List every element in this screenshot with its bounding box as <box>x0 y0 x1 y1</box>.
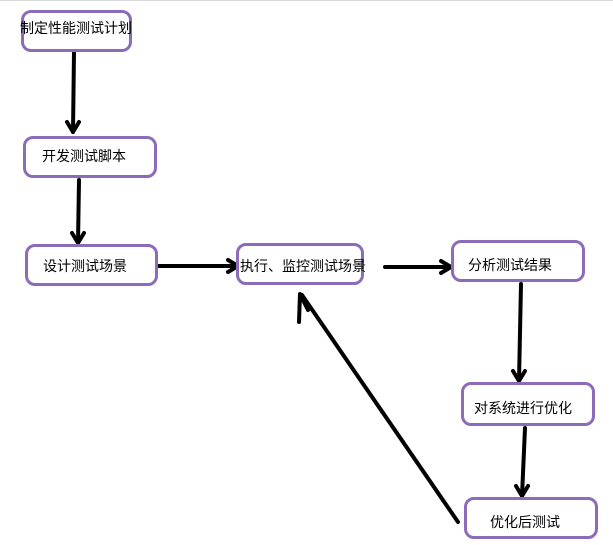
node-plan <box>21 10 132 52</box>
node-script <box>23 136 157 178</box>
arrow-retest-to-execute <box>297 292 460 524</box>
arrow-analyze-to-optimize <box>511 282 527 383</box>
arrow-script-to-design <box>70 178 86 245</box>
arrow-optimize-to-retest <box>514 426 530 498</box>
arrow-execute-to-analyze <box>383 259 453 275</box>
node-retest-label: 优化后测试 <box>490 515 560 531</box>
node-design-label: 设计测试场景 <box>43 259 127 275</box>
top-border-line <box>0 0 613 1</box>
node-execute <box>236 243 364 285</box>
node-optimize <box>461 382 595 426</box>
node-optimize-label: 对系统进行优化 <box>474 401 572 417</box>
node-analyze <box>451 240 585 282</box>
arrow-plan-to-script <box>65 50 81 134</box>
arrow-design-to-execute <box>156 258 240 274</box>
node-analyze-label: 分析测试结果 <box>468 258 552 274</box>
node-script-label: 开发测试脚本 <box>42 149 126 165</box>
node-execute-label: 执行、监控测试场景 <box>240 259 366 275</box>
node-design <box>25 244 158 286</box>
node-retest <box>464 497 598 539</box>
node-plan-label: 制定性能测试计划 <box>20 21 132 37</box>
